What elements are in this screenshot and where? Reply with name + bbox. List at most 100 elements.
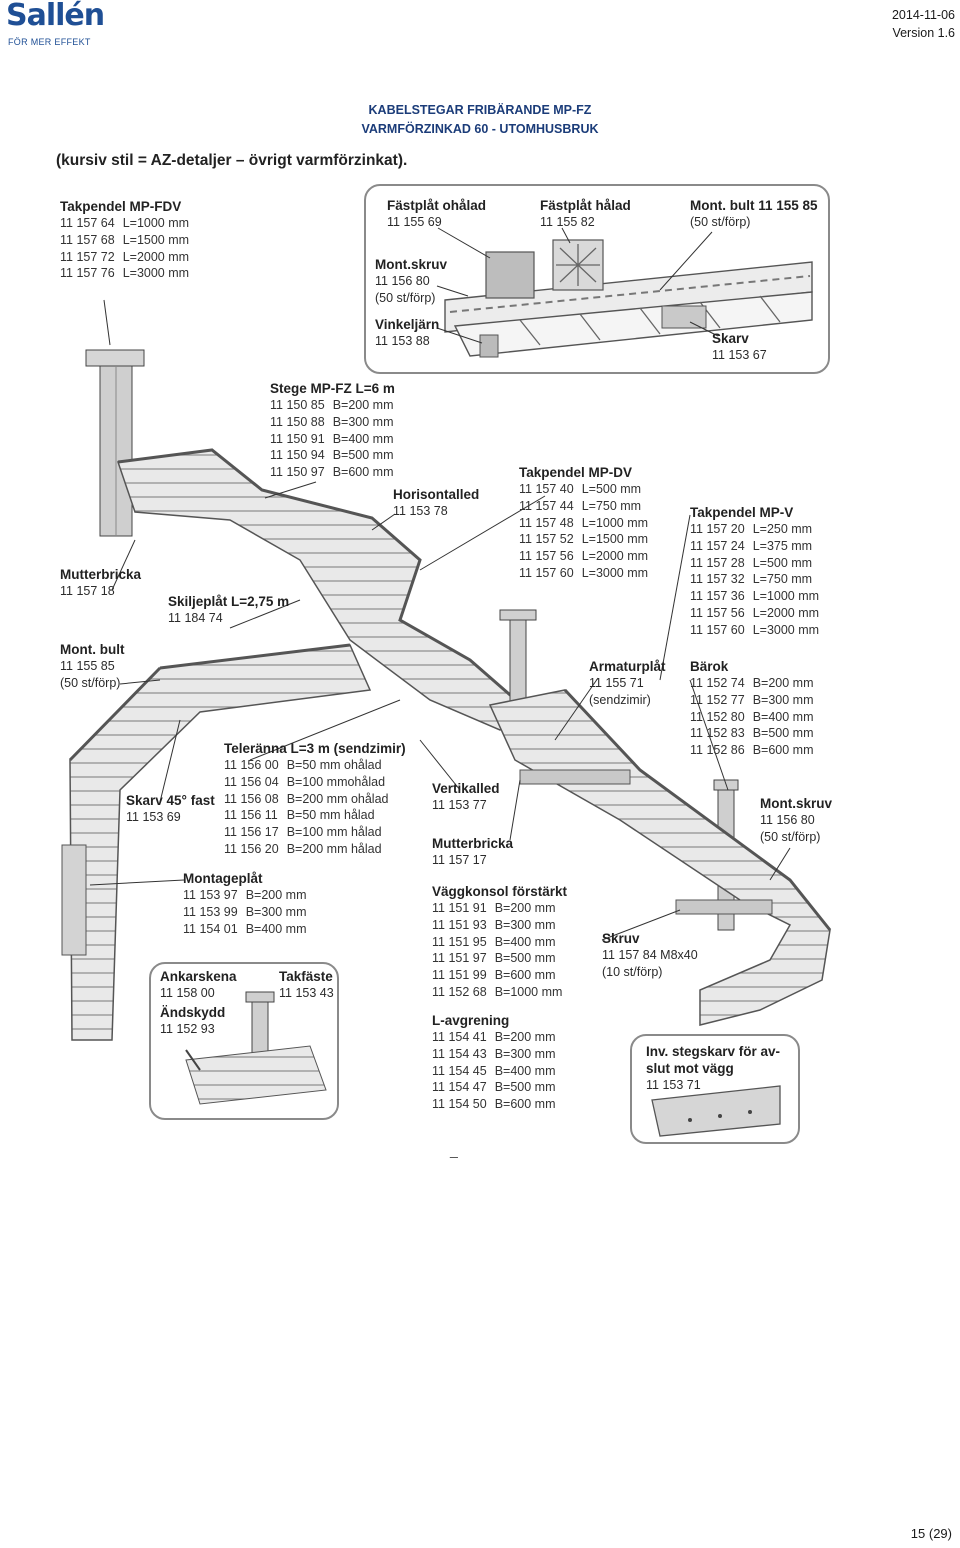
spec-code: 11 157 48 (519, 515, 574, 530)
label-inv-stegskarv: Inv. stegskarv för av- slut mot vägg 11 … (646, 1043, 780, 1094)
spec-value: B=200 mm (245, 888, 307, 902)
spec-code: 11 157 28 (690, 555, 745, 570)
label-code: 11 153 78 (393, 504, 448, 518)
spec-value: B=400 mm (494, 934, 556, 949)
spec-value: B=100 mm hålad (286, 825, 382, 840)
spec-value: B=300 mm (494, 917, 556, 932)
spec-value: B=50 mm hålad (286, 808, 375, 823)
spec-code: 11 154 47 (432, 1080, 487, 1095)
logo-text: Sallén (6, 0, 105, 33)
label-title: Takpendel MP-DV (519, 465, 633, 480)
spec-code: 11 152 86 (690, 743, 745, 758)
footnote-mark: _ (450, 1142, 458, 1158)
spec-code: 11 151 91 (432, 901, 487, 915)
label-mont-skruv-top: Mont.skruv 11 156 80 (50 st/förp) (375, 256, 447, 307)
label-code: 11 157 84 M8x40 (602, 948, 698, 962)
label-code: 11 157 18 (60, 584, 115, 598)
page-title-line1: KABELSTEGAR FRIBÄRANDE MP-FZ (368, 103, 592, 117)
spec-value: L=1500 mm (581, 532, 649, 547)
spec-code: 11 154 43 (432, 1046, 487, 1061)
label-vinkeljarn: Vinkeljärn 11 153 88 (375, 316, 439, 350)
spec-value: B=500 mm (332, 448, 394, 463)
spec-value: B=400 mm (494, 1063, 556, 1078)
spec-value: L=500 mm (581, 482, 642, 496)
spec-value: B=50 mm ohålad (286, 758, 382, 772)
label-title: Skiljeplåt L=2,75 m (168, 594, 290, 609)
spec-code: 11 150 85 (270, 398, 325, 412)
label-title: Mont.skruv (760, 796, 833, 811)
spec-code: 11 153 99 (183, 904, 238, 919)
spec-value: B=400 mm (752, 709, 814, 724)
header-date: 2014-11-06 (891, 8, 955, 22)
spec-code: 11 154 41 (432, 1030, 487, 1044)
inset-joint-drawing (651, 1085, 781, 1137)
spec-value: B=400 mm (332, 431, 394, 446)
spec-value: L=2000 mm (122, 249, 190, 264)
label-takfaste: Takfäste 11 153 43 (279, 968, 334, 1002)
label-title: Teleränna L=3 m (sendzimir) (224, 741, 406, 756)
logo-tagline: FÖR MER EFFEKT (8, 37, 91, 47)
spec-value: B=100 mmohålad (286, 774, 386, 789)
label-title: Mutterbricka (60, 567, 142, 582)
label-title: Ankarskena (160, 969, 237, 984)
spec-value: L=1000 mm (752, 589, 820, 604)
label-sub: (50 st/förp) (60, 676, 121, 690)
label-code: 11 153 43 (279, 986, 334, 1000)
spec-value: L=750 mm (581, 498, 642, 513)
spec-code: 11 150 97 (270, 465, 325, 480)
spec-value: B=500 mm (494, 1080, 556, 1095)
spec-value: B=600 mm (752, 743, 814, 758)
ladder-left-branch (61, 643, 372, 1041)
spec-code: 11 156 04 (224, 774, 279, 789)
label-title: Stege MP-FZ L=6 m (270, 381, 395, 396)
label-title: Mont. bult (60, 642, 125, 657)
spec-code: 11 152 68 (432, 984, 487, 999)
inset-anchor-drawing (185, 991, 327, 1105)
spec-code: 11 151 97 (432, 951, 487, 966)
spec-code: 11 152 83 (690, 726, 745, 741)
spec-value: B=300 mm (752, 692, 814, 707)
label-title: Vinkeljärn (375, 317, 440, 332)
label-sub: (50 st/förp) (375, 291, 436, 305)
label-title: Skarv (712, 331, 749, 346)
spec-value: L=3000 mm (122, 266, 190, 281)
label-title: Vertikalled (432, 781, 500, 796)
header-version: Version 1.6 (892, 26, 955, 40)
label-skruv: Skruv 11 157 84 M8x40 (10 st/förp) (602, 930, 698, 981)
sallen-logo: Sallén FÖR MER EFFEKT (4, 0, 105, 48)
spec-value: B=1000 mm (494, 984, 563, 999)
label-ankarskena: Ankarskena 11 158 00 (160, 968, 237, 1002)
label-sub: (50 st/förp) (690, 215, 751, 229)
spec-code: 11 156 08 (224, 791, 279, 806)
label-code: 11 153 88 (375, 334, 430, 348)
spec-value: B=300 mm (332, 414, 394, 429)
label-vertikalled: Vertikalled 11 153 77 (432, 780, 500, 814)
label-title: L-avgrening (432, 1013, 510, 1028)
spec-code: 11 157 68 (60, 232, 115, 247)
spec-value: B=600 mm (494, 968, 556, 983)
label-fastplat-ohalad: Fästplåt ohålad 11 155 69 (387, 197, 486, 231)
label-title: Ändskydd (160, 1005, 226, 1020)
label-title: Skruv (602, 931, 640, 946)
spec-value: B=200 mm hålad (286, 841, 382, 856)
label-andskydd: Ändskydd 11 152 93 (160, 1004, 225, 1038)
spec-code: 11 152 77 (690, 692, 745, 707)
label-fastplat-halad: Fästplåt hålad 11 155 82 (540, 197, 631, 231)
spec-value: L=1500 mm (122, 232, 190, 247)
spec-code: 11 153 97 (183, 888, 238, 902)
spec-value: L=750 mm (752, 572, 813, 587)
label-title: Bärok (690, 659, 729, 674)
spec-code: 11 157 36 (690, 589, 745, 604)
label-skarv-45: Skarv 45° fast 11 153 69 (126, 792, 215, 826)
label-code: 11 155 69 (387, 215, 442, 229)
label-mont-bult-left: Mont. bult 11 155 85 (50 st/förp) (60, 641, 124, 692)
spec-code: 11 152 74 (690, 676, 745, 690)
label-code: 11 157 17 (432, 853, 487, 867)
label-title: Mont.skruv (375, 257, 448, 272)
spec-code: 11 154 50 (432, 1097, 487, 1112)
